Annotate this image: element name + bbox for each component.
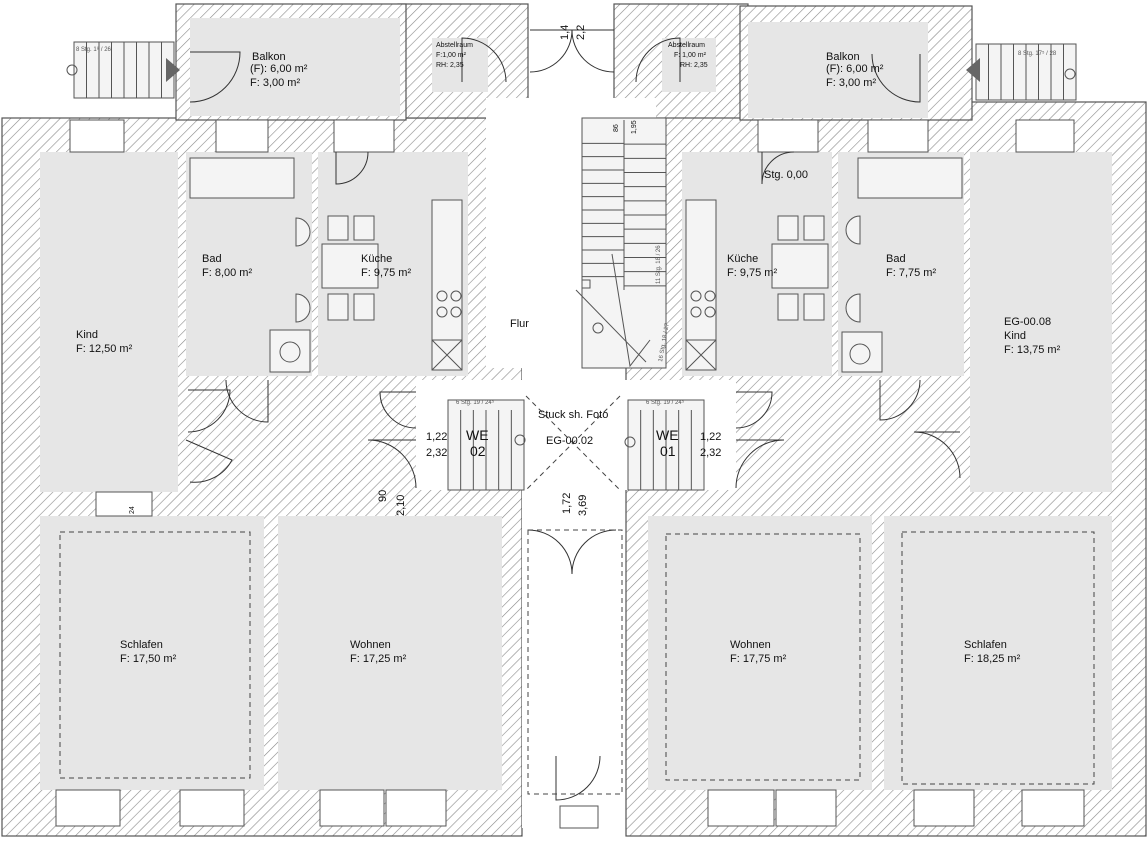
main-stair-upper-label: 11 Stg. 18 / 26	[656, 245, 662, 284]
bad-left-area: F: 8,00 m²	[202, 267, 252, 279]
kueche-right-name: Küche	[727, 253, 758, 265]
kueche-left-name: Küche	[361, 253, 392, 265]
fixtures	[189, 157, 963, 373]
balkon-left-area-1: (F): 6,00 m²	[250, 63, 308, 75]
doors	[185, 29, 961, 801]
schlafen-right-name: Schlafen	[964, 639, 1007, 651]
dim-hall-door-1: 90	[377, 490, 389, 502]
abstell-left-name: Abstellraum	[436, 42, 473, 49]
hall-note: Stuck sh. Foto	[538, 409, 608, 421]
kind-left-name: Kind	[76, 329, 98, 341]
dimension-labels: 1,4 2,2 90 2,10 1,72 3,69 24	[129, 25, 589, 516]
dim-top-1: 1,4	[559, 25, 571, 40]
flur-name: Flur	[510, 318, 529, 330]
unit-labels: WE 02 1,22 2,32 6 Stg. 19 / 24⁵ WE 01 1,…	[426, 399, 721, 459]
stair-dim-b: 1,95	[631, 120, 638, 134]
dim-entry-1: 1,72	[561, 493, 573, 514]
we01-dim2: 2,32	[700, 447, 721, 459]
dim-entry-2: 3,69	[577, 495, 589, 516]
dim-top-2: 2,2	[575, 25, 587, 40]
we02-line1: WE	[466, 427, 489, 443]
step-level-label: Stg. 0,00	[764, 169, 808, 181]
kueche-left-area: F: 9,75 m²	[361, 267, 411, 279]
abstell-right-rh: RH: 2,35	[680, 62, 708, 69]
dim-hall-door-2: 2,10	[395, 495, 407, 516]
kind-right-id: EG-00.08	[1004, 316, 1051, 328]
kind-right-area: F: 13,75 m²	[1004, 344, 1061, 356]
we02-dim2: 2,32	[426, 447, 447, 459]
abstell-left-area: F:1,00 m²	[436, 52, 467, 59]
room-labels: Balkon (F): 6,00 m² F: 3,00 m² Balkon (F…	[76, 42, 1061, 665]
wohnen-right-name: Wohnen	[730, 639, 771, 651]
windows	[55, 119, 1085, 829]
main-staircase	[575, 117, 667, 369]
stair-dim-a: 86	[613, 124, 620, 132]
we01-line1: WE	[656, 427, 679, 443]
kind-right-name: Kind	[1004, 330, 1026, 342]
schlafen-right-area: F: 18,25 m²	[964, 653, 1021, 665]
we02-dim1: 1,22	[426, 431, 447, 443]
we01-line2: 01	[660, 443, 676, 459]
balkon-right-area-1: (F): 6,00 m²	[826, 63, 884, 75]
hall-dashed-lines	[59, 395, 1095, 795]
schlafen-left-name: Schlafen	[120, 639, 163, 651]
dim-small: 24	[129, 506, 136, 514]
unit-steps	[447, 399, 705, 491]
balkon-right-area-2: F: 3,00 m²	[826, 77, 876, 89]
bad-right-name: Bad	[886, 253, 906, 265]
ext-stair-right-label: 8 Stg. 17⁵ / 28	[1018, 50, 1057, 57]
kind-left-area: F: 12,50 m²	[76, 343, 133, 355]
bad-right-area: F: 7,75 m²	[886, 267, 936, 279]
abstell-right-name: Abstellraum	[668, 42, 705, 49]
exterior-stairs	[66, 41, 1077, 101]
balkon-right-name: Balkon	[826, 51, 860, 63]
wohnen-left-area: F: 17,25 m²	[350, 653, 407, 665]
kueche-right-area: F: 9,75 m²	[727, 267, 777, 279]
we02-line2: 02	[470, 443, 486, 459]
we01-steps: 6 Stg. 19 / 24⁵	[646, 399, 685, 406]
schlafen-left-area: F: 17,50 m²	[120, 653, 177, 665]
we01-dim1: 1,22	[700, 431, 721, 443]
bad-left-name: Bad	[202, 253, 222, 265]
balkon-left-name: Balkon	[252, 51, 286, 63]
wohnen-right-area: F: 17,75 m²	[730, 653, 787, 665]
wohnen-left-name: Wohnen	[350, 639, 391, 651]
ext-stair-left-label: 8 Stg. 1⁸ / 26	[76, 46, 112, 53]
we02-steps: 6 Stg. 19 / 24⁵	[456, 399, 495, 406]
abstell-left-rh: RH: 2,35	[436, 62, 464, 69]
balkon-left-area-2: F: 3,00 m²	[250, 77, 300, 89]
hall-id: EG-00.02	[546, 435, 593, 447]
abstell-right-area: F: 1,00 m²	[674, 52, 707, 59]
